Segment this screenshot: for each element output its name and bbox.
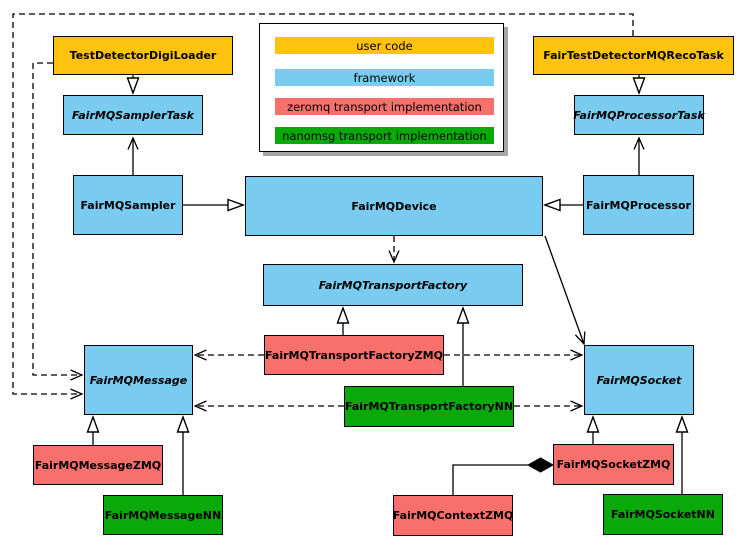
node-label: TestDetectorDigiLoader — [69, 49, 217, 62]
node-label: FairMQSampler — [80, 198, 176, 212]
node-fairmqtransportfactory: FairMQTransportFactory — [263, 264, 523, 306]
node-label: FairMQDevice — [351, 199, 437, 213]
legend: user code framework zeromq transport imp… — [259, 23, 504, 152]
node-fairmqcontextzmq: FairMQContextZMQ — [393, 495, 513, 536]
node-fairmqprocessortask: FairMQProcessorTask — [573, 95, 705, 135]
node-label: FairMQContextZMQ — [392, 509, 514, 522]
node-fairmqtransportfactoryzmq: FairMQTransportFactoryZMQ — [264, 335, 444, 375]
node-fairmqdevice: FairMQDevice — [245, 176, 543, 236]
node-fairmqmessage: FairMQMessage — [84, 345, 193, 415]
legend-item-framework: framework — [275, 69, 494, 86]
legend-label: nanomsg transport implementation — [282, 128, 487, 143]
node-label: FairMQSocketNN — [611, 508, 715, 521]
node-label: FairMQMessage — [89, 373, 188, 387]
node-fairmqsocket: FairMQSocket — [584, 345, 694, 415]
node-fairmqmessagezmq: FairMQMessageZMQ — [33, 445, 163, 485]
legend-label: zeromq transport implementation — [287, 99, 482, 114]
node-label: FairMQTransportFactoryZMQ — [265, 348, 443, 362]
node-label: FairMQTransportFactory — [318, 278, 468, 292]
edge-recotask-message-dependency — [12, 13, 634, 394]
node-fairtestdetectormqrecotask: FairTestDetectorMQRecoTask — [533, 36, 734, 75]
node-label: FairMQMessageNN — [104, 508, 222, 522]
edge-socketzmq-contextzmq-composition — [452, 464, 528, 495]
composition-diamond-icon — [526, 457, 555, 473]
node-label: FairMQSamplerTask — [72, 108, 194, 122]
node-fairmqprocessor: FairMQProcessor — [583, 175, 694, 235]
edge-device-socket-association — [544, 235, 584, 344]
edge-digiloader-message-dependency — [32, 62, 82, 375]
node-testdetectordigiloader: TestDetectorDigiLoader — [53, 36, 233, 75]
node-label: FairMQTransportFactoryNN — [344, 400, 514, 413]
node-fairmqsampler: FairMQSampler — [73, 175, 183, 235]
legend-item-user-code: user code — [275, 37, 494, 54]
node-fairmqtransportfactorynn: FairMQTransportFactoryNN — [344, 386, 514, 427]
legend-item-zeromq: zeromq transport implementation — [275, 98, 494, 115]
node-fairmqsamplertask: FairMQSamplerTask — [63, 95, 203, 135]
node-label: FairTestDetectorMQRecoTask — [543, 49, 724, 62]
legend-label: user code — [356, 38, 413, 53]
node-label: FairMQProcessorTask — [573, 108, 705, 122]
legend-item-nanomsg: nanomsg transport implementation — [275, 127, 494, 144]
node-label: FairMQSocketZMQ — [556, 458, 671, 471]
node-label: FairMQMessageZMQ — [34, 458, 162, 472]
legend-label: framework — [353, 70, 416, 85]
node-fairmqsocketnn: FairMQSocketNN — [603, 494, 723, 535]
node-fairmqsocketzmq: FairMQSocketZMQ — [553, 444, 674, 485]
node-label: FairMQSocket — [596, 373, 682, 387]
node-fairmqmessagenn: FairMQMessageNN — [103, 495, 223, 535]
node-label: FairMQProcessor — [586, 198, 691, 212]
